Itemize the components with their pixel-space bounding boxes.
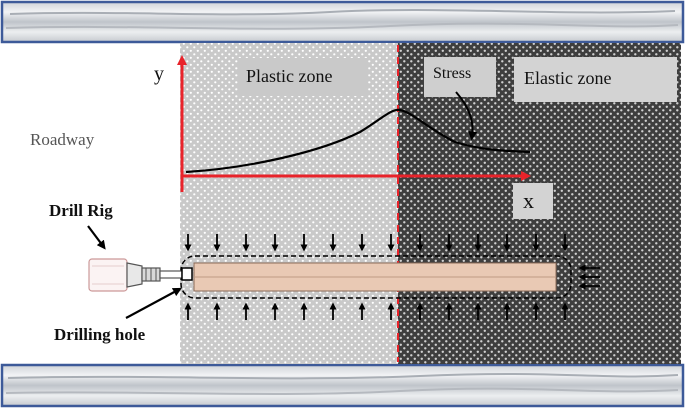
stress-label-box: [424, 57, 496, 97]
roadway-label: Roadway: [30, 130, 95, 149]
drill-rig-pointer: [87, 225, 106, 250]
end-pressure-arrows: [578, 264, 600, 290]
bottom-pressure-arrows: [184, 302, 569, 320]
elastic-zone-label-box: [514, 57, 677, 102]
x-axis-label: x: [523, 188, 534, 213]
y-axis-label: y: [154, 63, 164, 85]
drilling-hole-label: Drilling hole: [54, 325, 146, 344]
drill-rig-label: Drill Rig: [49, 201, 113, 220]
elastic-zone-label: Elastic zone: [524, 68, 611, 88]
stress-label: Stress: [433, 65, 471, 82]
drilling-hole-pointer: [125, 287, 182, 319]
stress-pointer-arrow: [455, 91, 478, 141]
plastic-zone-label-box: [238, 58, 368, 96]
top-pressure-arrows: [184, 234, 569, 252]
stress-curve: [185, 108, 531, 174]
plastic-zone-label: Plastic zone: [246, 66, 332, 86]
floor-rock-band: [0, 363, 685, 408]
drilling-hole: [180, 255, 572, 299]
x-axis-label-box: [513, 183, 553, 219]
drill-rig: [88, 258, 193, 292]
roof-rock-band: [0, 0, 685, 44]
